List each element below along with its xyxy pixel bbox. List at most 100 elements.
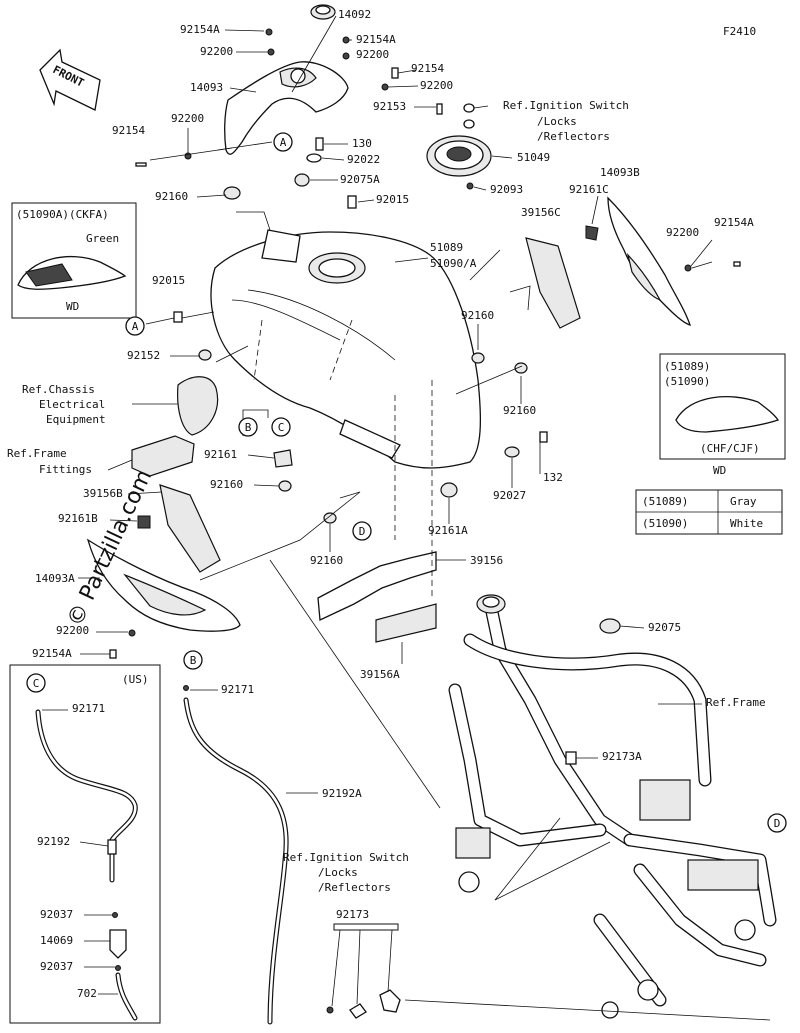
inset-ckfa: (51090A)(CKFA) Green WD (11, 202, 137, 319)
marker-letter: C (278, 421, 285, 434)
callout-92154A-4: 92154A (32, 647, 72, 660)
callout-130: 130 (352, 137, 372, 150)
callout-92160-1: 92160 (155, 190, 188, 203)
clamps-92173 (326, 923, 401, 1019)
color-table-part-1: (51089) (642, 495, 688, 508)
callout-92022: 92022 (347, 153, 380, 166)
callout-92037-1: 92037 (40, 908, 73, 921)
callout-92171-2: 92171 (72, 702, 105, 715)
callout-92153: 92153 (373, 100, 406, 113)
marker-letter: B (245, 421, 252, 434)
marker-circle (352, 521, 372, 541)
marker-A-1: A (273, 132, 293, 152)
marker-circle (238, 417, 258, 437)
leader-lines (42, 15, 771, 1021)
inset-chf-variant: WD (713, 464, 726, 477)
hose-92192A (183, 685, 289, 1025)
marker-C-1: C (271, 417, 291, 437)
callout-92192A: 92192A (322, 787, 362, 800)
marker-letter: D (774, 817, 781, 830)
callout-92015-1: 92015 (376, 193, 409, 206)
callout-92154A-3: 92154A (714, 216, 754, 229)
marker-letter: A (280, 136, 287, 149)
callout-92075: 92075 (648, 621, 681, 634)
chassis-bracket (177, 376, 219, 436)
color-table: (51089) Gray (51090) White (635, 489, 783, 535)
callout-92152: 92152 (127, 349, 160, 362)
marker-circle (125, 316, 145, 336)
callout-92161C: 92161C (569, 183, 609, 196)
marker-letter: D (359, 525, 366, 538)
callout-92154-2: 92154 (112, 124, 145, 137)
marker-letter: C (33, 677, 40, 690)
motorcycle-frame (448, 594, 777, 1019)
callout-92200-2: 92200 (356, 48, 389, 61)
callout-ref-ign-2c: /Reflectors (318, 881, 391, 894)
marker-D-1: D (352, 521, 372, 541)
marker-letter: B (190, 654, 197, 667)
inset-us: (US) (9, 664, 161, 1024)
frame-fitting (131, 435, 195, 477)
callout-92075A: 92075A (340, 173, 380, 186)
inset-ckfa-title: (51090A)(CKFA) (16, 208, 109, 221)
callout-14093B: 14093B (600, 166, 640, 179)
callout-ref-ign-1c: /Reflectors (537, 130, 610, 143)
callout-92200-6: 92200 (56, 624, 89, 637)
marker-circle (271, 417, 291, 437)
callout-14092: 14092 (338, 8, 371, 21)
callout-92154A-2: 92154A (356, 33, 396, 46)
side-cover-14093B (607, 196, 692, 326)
callout-92161A: 92161A (428, 524, 468, 537)
side-cover-14093A (86, 538, 241, 632)
callout-702: 702 (77, 987, 97, 1000)
callout-92160-4: 92160 (210, 478, 243, 491)
callout-ref-chassis-b: Electrical (39, 398, 105, 411)
color-table-part-2: (51090) (642, 517, 688, 530)
callout-92200-1: 92200 (200, 45, 233, 58)
callout-92154A-1: 92154A (180, 23, 220, 36)
marker-B-2: B (183, 650, 203, 670)
callout-92027: 92027 (493, 489, 526, 502)
callout-51049: 51049 (517, 151, 550, 164)
marker-letter: A (132, 320, 139, 333)
callout-ref-ign-1b: /Locks (537, 115, 577, 128)
callout-92160-2: 92160 (461, 309, 494, 322)
marker-B-1: B (238, 417, 258, 437)
callout-51090A: 51090/A (430, 257, 477, 270)
callout-ref-ign-1a: Ref.Ignition Switch (503, 99, 629, 112)
marker-A-2: A (125, 316, 145, 336)
callout-14093: 14093 (190, 81, 223, 94)
callout-92161B: 92161B (58, 512, 98, 525)
circle-markers: A A B C D B C D (26, 132, 787, 833)
callout-92160-5: 92160 (310, 554, 343, 567)
marker-circle (767, 813, 787, 833)
callout-39156: 39156 (470, 554, 503, 567)
callout-ref-chassis-c: Equipment (46, 413, 106, 426)
callout-labels: 14092 92154A 92154A 92200 92200 92154 14093 922… (7, 8, 766, 1000)
marker-circle (26, 673, 46, 693)
callout-92192: 92192 (37, 835, 70, 848)
callout-39156B: 39156B (83, 487, 123, 500)
color-table-color-1: Gray (730, 495, 757, 508)
callout-92171-1: 92171 (221, 683, 254, 696)
callout-92015-2: 92015 (152, 274, 185, 287)
callout-ref-frame-fit-b: Fittings (39, 463, 92, 476)
callout-92200-4: 92200 (171, 112, 204, 125)
pad-39156 (317, 551, 437, 643)
marker-D-2: D (767, 813, 787, 833)
cap-14092 (310, 4, 336, 20)
callout-92173: 92173 (336, 908, 369, 921)
inset-chf-line1: (51089) (664, 360, 710, 373)
callout-92200-3: 92200 (420, 79, 453, 92)
callout-ref-frame: Ref.Frame (706, 696, 766, 709)
callout-39156C: 39156C (521, 206, 561, 219)
callout-92093: 92093 (490, 183, 523, 196)
marker-circle (183, 650, 203, 670)
fuel-tank-51089 (210, 229, 482, 469)
marker-C-2: C (26, 673, 46, 693)
front-direction-arrow: FRONT (39, 48, 101, 111)
callout-92161: 92161 (204, 448, 237, 461)
color-table-color-2: White (730, 517, 763, 530)
inset-us-label: (US) (122, 673, 149, 686)
